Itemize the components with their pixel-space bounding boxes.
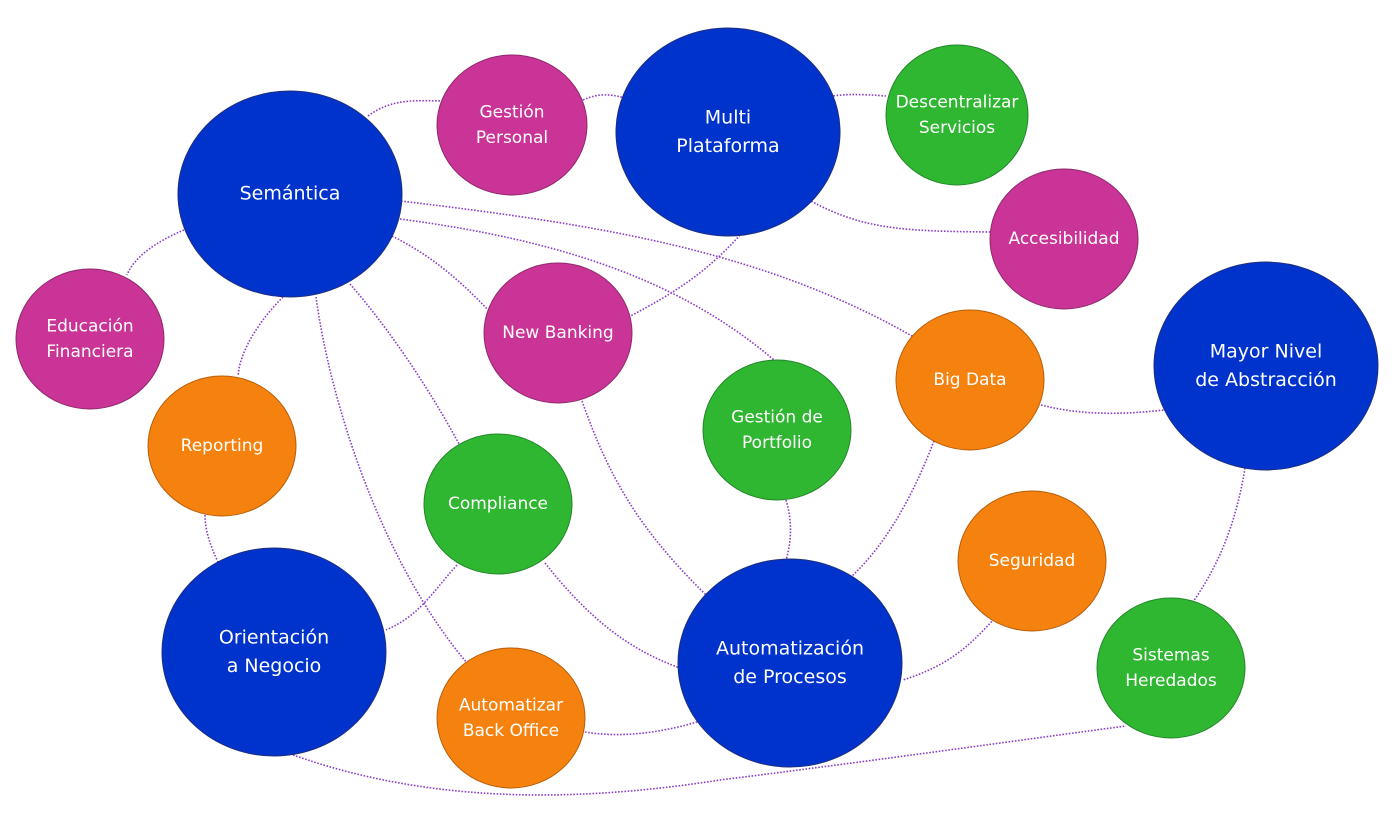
node-circle	[147, 375, 297, 517]
edge-new-banking-to-automatizacion-procesos	[581, 400, 707, 596]
node-circle	[702, 359, 852, 501]
node-circle	[423, 433, 573, 575]
edge-reporting-to-orientacion-negocio	[204, 514, 219, 563]
edge-big-data-to-mayor-nivel-abstraccion	[1040, 404, 1165, 415]
node-big-data[interactable]: Big Data	[895, 309, 1045, 451]
node-circle	[15, 268, 165, 410]
edge-semantica-to-automatizar-back-office	[315, 296, 468, 664]
node-label: Servicios	[919, 118, 995, 138]
node-label: Sistemas	[1132, 645, 1209, 665]
node-label: de Procesos	[733, 666, 847, 688]
node-circle	[436, 54, 588, 196]
node-gestion-portfolio[interactable]: Gestión de Portfolio	[702, 359, 852, 501]
node-circle	[177, 90, 403, 298]
node-label: Educación	[46, 316, 133, 336]
node-circle	[615, 27, 841, 237]
edge-semantica-to-compliance	[349, 283, 460, 445]
node-new-banking[interactable]: New Banking	[483, 262, 633, 404]
edge-semantica-to-gestion-portfolio	[399, 218, 775, 361]
node-mayor-nivel-abstraccion[interactable]: Mayor Nivel de Abstracción	[1153, 261, 1379, 471]
node-circle	[677, 558, 903, 768]
node-label: Reporting	[181, 436, 264, 456]
nodes-layer: SemánticaGestiónPersonalMultiPlataformaD…	[15, 27, 1379, 789]
edge-automatizar-back-office-to-automatizacion-procesos	[584, 721, 698, 736]
edge-semantica-to-educacion-financiera	[126, 229, 185, 276]
edge-multi-plataforma-to-accesibilidad	[799, 194, 991, 233]
node-label: Descentralizar	[896, 92, 1019, 112]
node-circle	[161, 547, 387, 757]
node-seguridad[interactable]: Seguridad	[957, 490, 1107, 632]
edge-multi-plataforma-to-descentralizar-servicios	[817, 93, 887, 101]
node-label: Mayor Nivel	[1210, 340, 1322, 362]
edge-gestion-personal-to-multi-plataforma	[582, 94, 626, 101]
node-circle	[895, 309, 1045, 451]
node-circle	[436, 647, 586, 789]
edge-gestion-portfolio-to-automatizacion-procesos	[785, 499, 792, 561]
node-automatizacion-procesos[interactable]: Automatización de Procesos	[677, 558, 903, 768]
node-label: Automatización	[716, 637, 864, 659]
node-label: Accesibilidad	[1008, 229, 1119, 249]
node-circle	[957, 490, 1107, 632]
node-compliance[interactable]: Compliance	[423, 433, 573, 575]
node-label: de Abstracción	[1195, 369, 1337, 391]
node-label: Big Data	[933, 370, 1006, 390]
node-circle	[989, 168, 1139, 310]
node-label: Seguridad	[989, 551, 1076, 571]
node-circle	[1096, 597, 1246, 739]
node-label: Personal	[476, 128, 548, 148]
node-reporting[interactable]: Reporting	[147, 375, 297, 517]
node-label: Compliance	[448, 494, 548, 514]
node-circle	[483, 262, 633, 404]
edge-orientacion-negocio-to-sistemas-heredados	[292, 725, 1127, 796]
edge-mayor-nivel-abstraccion-to-sistemas-heredados	[1192, 467, 1246, 603]
node-label: Orientación	[219, 626, 329, 648]
node-label: Plataforma	[676, 135, 779, 157]
edge-big-data-to-automatizacion-procesos	[851, 440, 935, 577]
node-label: Gestión	[479, 102, 544, 122]
node-label: Portfolio	[742, 433, 812, 453]
node-label: New Banking	[502, 323, 613, 343]
node-label: a Negocio	[227, 655, 322, 677]
node-circle	[1153, 261, 1379, 471]
edge-compliance-to-orientacion-negocio	[385, 564, 458, 631]
node-label: Semántica	[240, 183, 341, 205]
node-circle	[885, 44, 1029, 186]
node-orientacion-negocio[interactable]: Orientación a Negocio	[161, 547, 387, 757]
edge-semantica-to-reporting	[237, 296, 284, 377]
node-semantica[interactable]: Semántica	[177, 90, 403, 298]
node-label: Back Office	[463, 721, 559, 741]
node-label: Financiera	[46, 342, 133, 362]
node-label: Automatizar	[459, 695, 563, 715]
edge-semantica-to-big-data	[400, 200, 913, 337]
edge-semantica-to-gestion-personal	[367, 99, 442, 117]
node-label: Gestión de	[731, 407, 823, 427]
node-label: Multi	[705, 106, 751, 128]
node-accesibilidad[interactable]: Accesibilidad	[989, 168, 1139, 310]
node-label: Heredados	[1125, 671, 1217, 691]
edge-multi-plataforma-to-new-banking	[626, 234, 741, 319]
edge-seguridad-to-automatizacion-procesos	[902, 618, 995, 681]
edge-compliance-to-automatizacion-procesos	[544, 562, 681, 669]
